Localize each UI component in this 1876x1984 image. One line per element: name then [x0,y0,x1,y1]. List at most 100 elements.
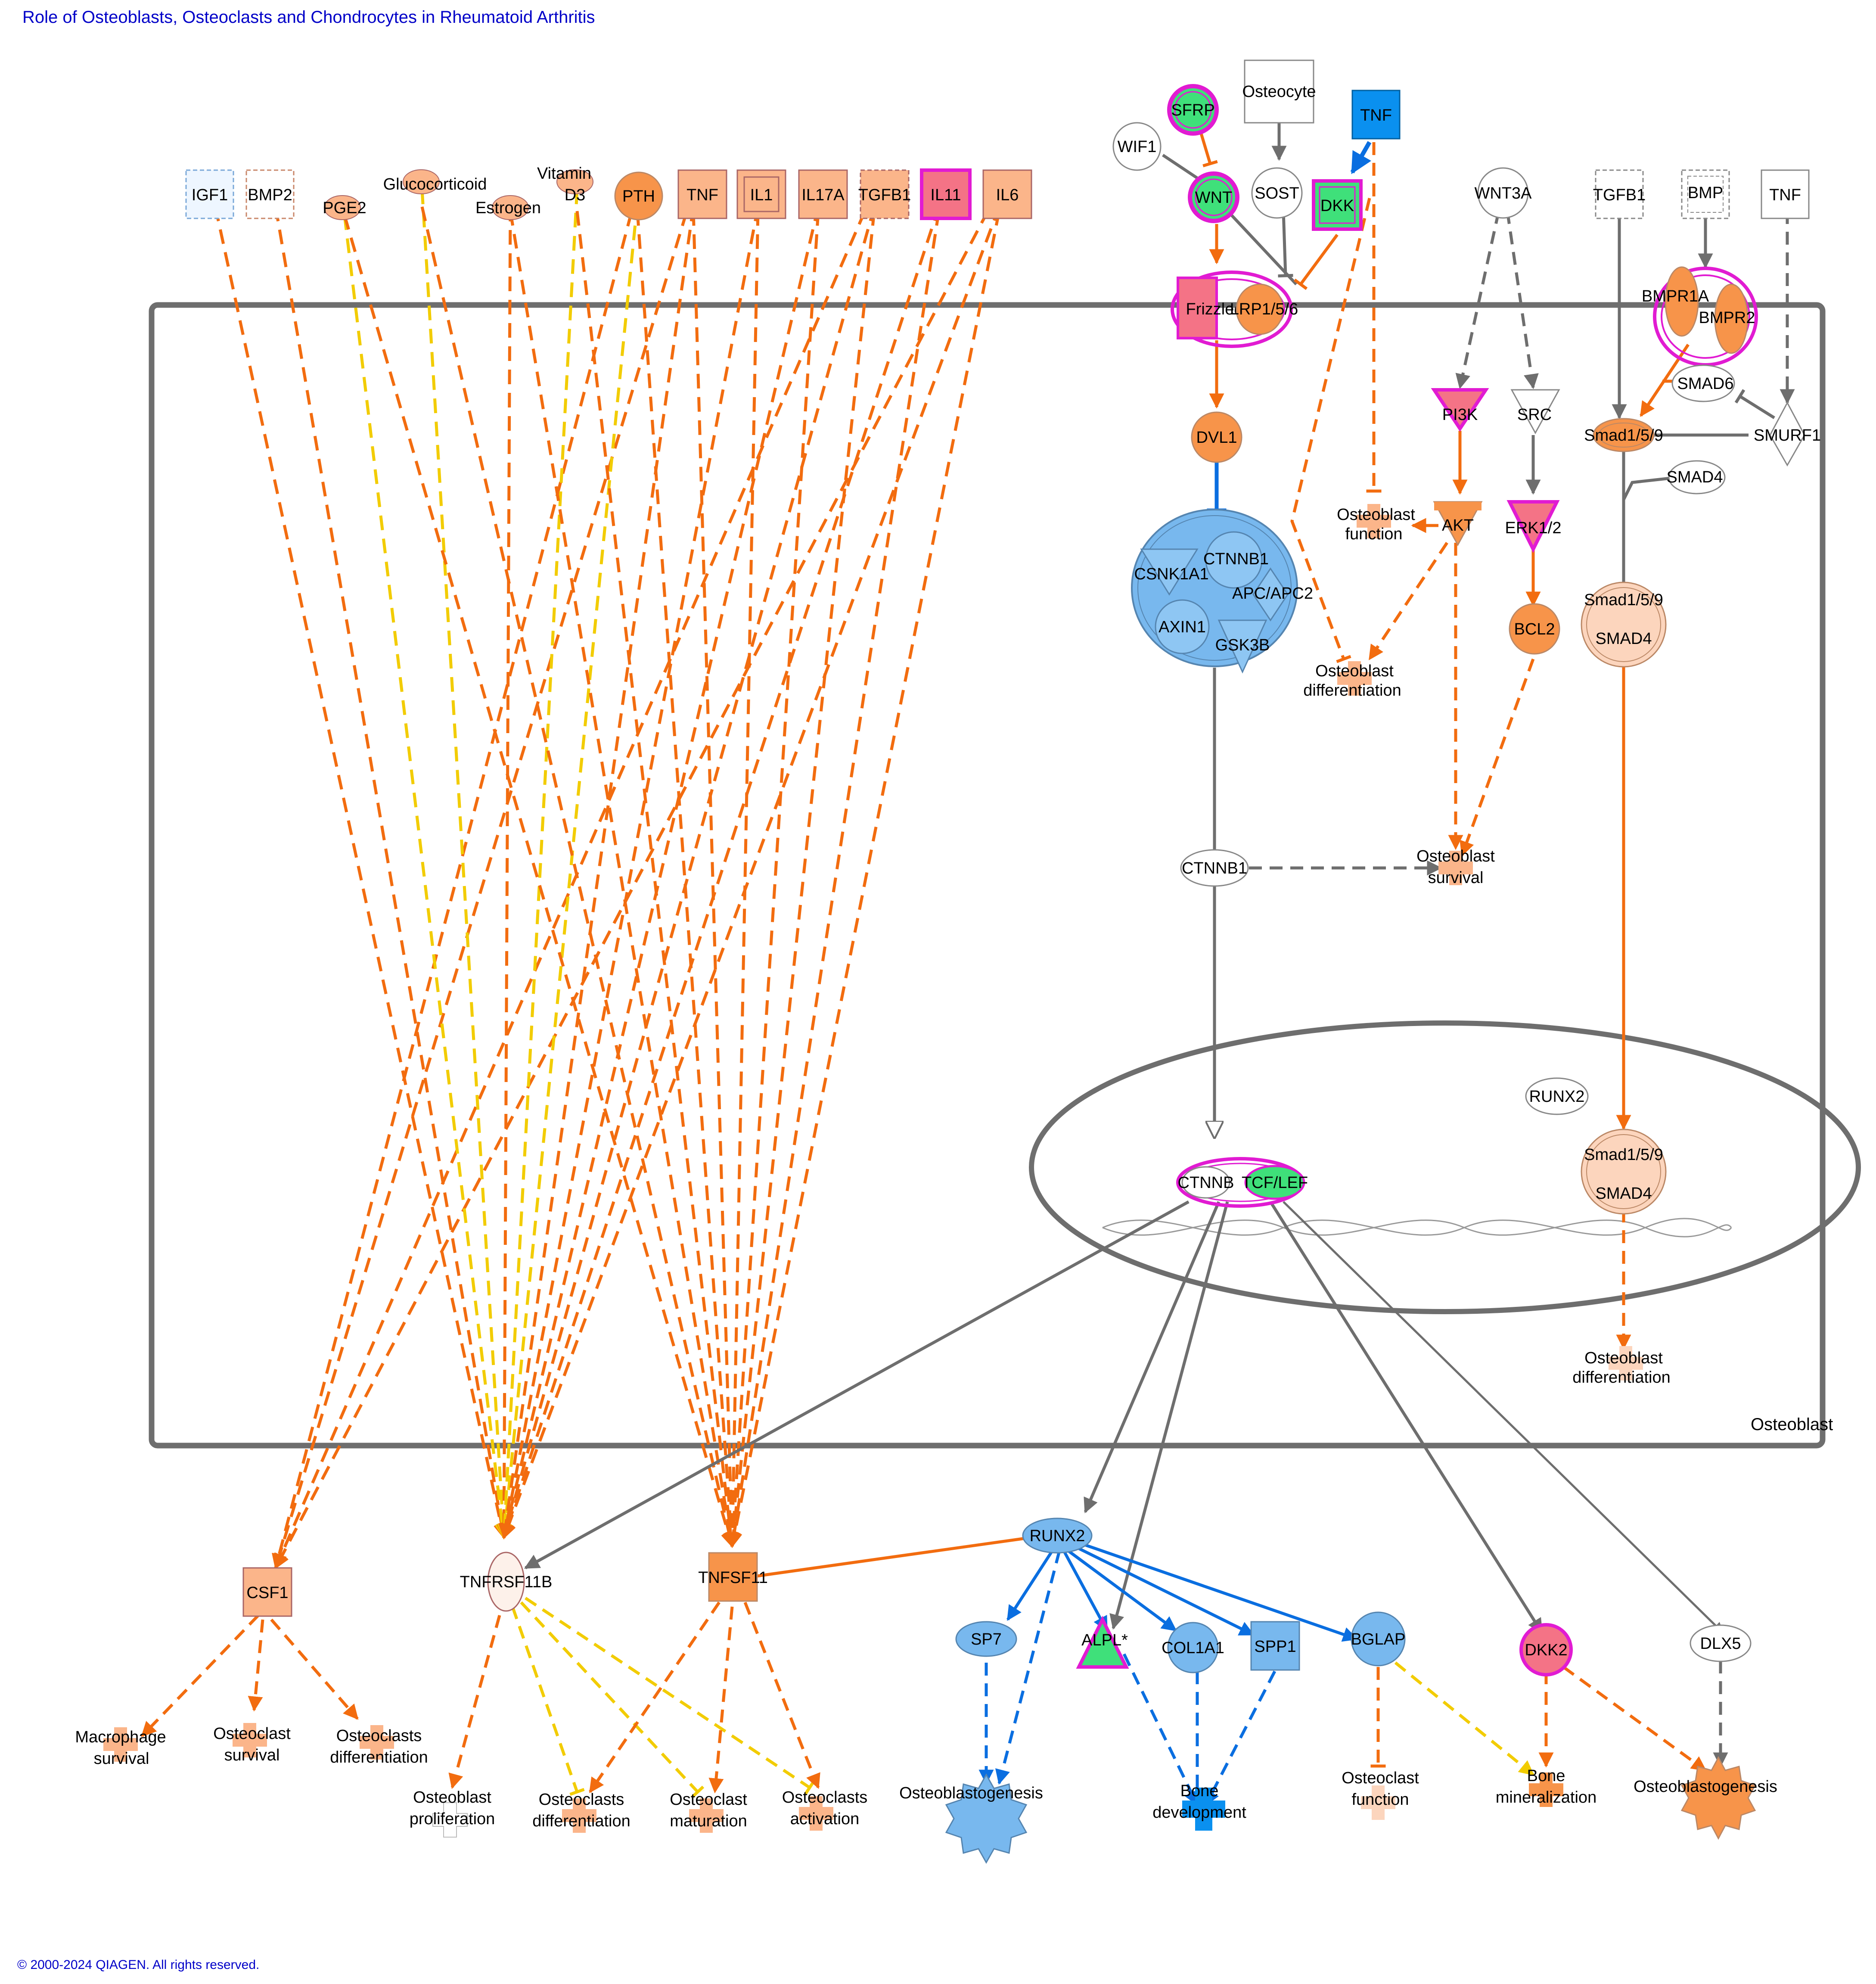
node-il1[interactable]: IL1 [736,169,786,219]
svg-text:Osteoblastogenesis: Osteoblastogenesis [899,1784,1043,1802]
svg-text:Osteocyte: Osteocyte [1242,83,1316,101]
svg-text:Macrophage: Macrophage [75,1728,166,1746]
svg-text:maturation: maturation [670,1812,747,1830]
svg-text:DVL1: DVL1 [1196,429,1237,447]
node-osteoblast-survival[interactable]: Osteoblast survival [1416,847,1495,887]
svg-text:IL17A: IL17A [801,186,845,204]
node-glucocorticoid[interactable]: Glucocorticoid [383,169,487,194]
svg-text:Smad1/5/9: Smad1/5/9 [1584,426,1663,445]
node-csf1[interactable]: CSF1 [242,1567,292,1617]
svg-text:differentiation: differentiation [1572,1368,1670,1387]
node-lrp156[interactable]: LRP1/5/6 [1230,283,1298,335]
node-erk12[interactable]: ERK1/2 [1505,500,1562,553]
node-tnf-right[interactable]: TNF [1761,169,1810,219]
node-destruction-complex[interactable] [1131,509,1298,674]
node-wnt[interactable]: WNT [1188,171,1239,223]
node-tnfrsf11b[interactable]: TNFRSF11B [460,1552,553,1612]
node-sfrp[interactable]: SFRP [1167,84,1219,136]
node-tgfb1-right[interactable]: TGFB1 [1593,169,1646,219]
node-frizzled-complex[interactable] [1171,271,1293,348]
node-tnfsf11[interactable]: TNFSF11 [698,1552,768,1602]
node-sp7[interactable]: SP7 [955,1621,1017,1657]
svg-text:AKT: AKT [1442,516,1474,535]
node-bmp2[interactable]: BMP2 [245,169,295,219]
node-dkk[interactable]: DKK [1312,179,1363,231]
node-tgfb1-top[interactable]: TGFB1 [858,169,911,219]
dna-helix [1102,1218,1732,1238]
node-pth[interactable]: PTH [614,171,663,221]
svg-text:BMP2: BMP2 [248,186,292,204]
node-il6[interactable]: IL6 [982,169,1032,219]
svg-text:Glucocorticoid: Glucocorticoid [383,175,487,193]
node-col1a1[interactable]: COL1A1 [1162,1622,1224,1673]
svg-text:TGFB1: TGFB1 [858,186,911,204]
node-smurf1[interactable]: SMURF1 [1754,401,1821,467]
node-pge2[interactable]: PGE2 [323,195,367,220]
svg-text:Osteoblastogenesis: Osteoblastogenesis [1634,1778,1777,1796]
node-osteocyte[interactable]: Osteocyte [1242,59,1316,124]
node-estrogen[interactable]: Estrogen [475,195,541,220]
svg-text:survival: survival [224,1746,280,1764]
node-bmpr-complex[interactable] [1653,266,1758,367]
node-alpl[interactable]: ALPL* [1076,1616,1129,1669]
node-wif1[interactable]: WIF1 [1112,122,1162,171]
node-runx2-nucleus[interactable]: RUNX2 [1525,1077,1589,1115]
node-pi3k[interactable]: PI3K [1431,388,1489,432]
node-ctnnb1-mid[interactable]: CTNNB1 [1180,849,1249,887]
node-tnf-top[interactable]: TNF [677,169,727,219]
node-osteoblastogenesis-b[interactable]: Osteoblastogenesis [1634,1756,1777,1840]
node-il11[interactable]: IL11 [920,168,972,220]
node-osteoblastogenesis-a[interactable]: Osteoblastogenesis [899,1773,1043,1864]
node-src[interactable]: SRC [1510,389,1560,435]
node-axin1-label: AXIN1 [1159,618,1206,636]
node-bmp[interactable]: BMP [1681,169,1730,219]
svg-text:BGLAP: BGLAP [1351,1630,1406,1648]
svg-text:TNFRSF11B: TNFRSF11B [460,1573,553,1591]
copyright: © 2000-2024 QIAGEN. All rights reserved. [17,1958,260,1972]
node-wnt3a[interactable]: WNT3A [1475,167,1532,219]
node-runx2-out[interactable]: RUNX2 [1022,1518,1093,1554]
osteoblast-compartment-label: Osteoblast [1751,1415,1833,1434]
node-tnf-blue[interactable]: TNF [1351,90,1401,140]
node-bcl2[interactable]: BCL2 [1509,603,1560,655]
svg-text:survival: survival [94,1750,149,1768]
node-smad6[interactable]: SMAD6 [1671,364,1735,402]
node-smad4-a[interactable]: SMAD4 [1667,460,1726,494]
node-igf1[interactable]: IGF1 [185,169,234,219]
node-il17a[interactable]: IL17A [798,169,848,219]
svg-text:IGF1: IGF1 [192,186,228,204]
svg-text:Bone: Bone [1180,1782,1219,1800]
node-dkk2[interactable]: DKK2 [1519,1623,1573,1676]
svg-text:Osteoblast: Osteoblast [1416,847,1495,865]
node-bglap[interactable]: BGLAP [1351,1611,1406,1667]
node-ctnnb-tcf-complex[interactable] [1176,1157,1305,1208]
node-dvl1[interactable]: DVL1 [1191,411,1242,463]
svg-text:SPP1: SPP1 [1254,1638,1296,1656]
svg-text:SP7: SP7 [971,1630,1002,1648]
node-dlx5[interactable]: DLX5 [1690,1624,1752,1662]
node-sost[interactable]: SOST [1251,167,1303,219]
svg-text:ALPL*: ALPL* [1081,1631,1128,1649]
nucleus [1029,1020,1861,1314]
node-tcf-lef-label: TCF/LEF [1242,1174,1308,1192]
svg-text:survival: survival [1428,869,1484,887]
node-akt[interactable]: AKT [1433,501,1483,547]
node-spp1[interactable]: SPP1 [1250,1621,1300,1671]
node-macrophage-survival[interactable]: Macrophage survival [75,1727,166,1768]
node-smad159-a[interactable]: Smad1/5/9 [1584,418,1663,452]
